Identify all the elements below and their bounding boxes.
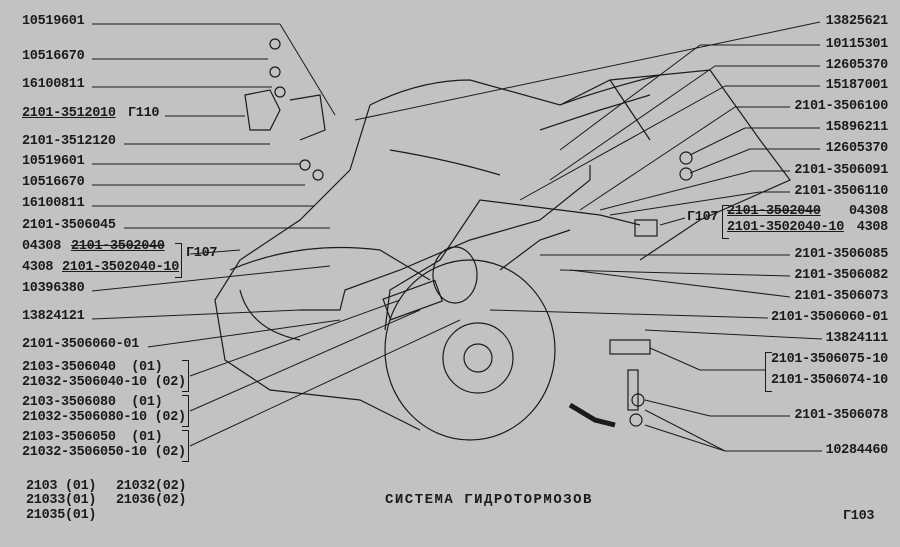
- diagram-title: СИСТЕМА ГИДРОТОРМОЗОВ: [385, 492, 593, 508]
- model-label: 21033(01): [26, 493, 97, 508]
- part-label: 2101-3506073: [794, 289, 888, 304]
- wheel-arch: [384, 259, 556, 441]
- part-label: 10516670: [22, 175, 85, 190]
- reference-code: Г110: [128, 106, 160, 121]
- bracket: [182, 430, 189, 462]
- part-label: 10519601: [22, 14, 85, 29]
- group-code: 4308: [22, 260, 54, 275]
- part-label: 2101-3502040-10: [62, 260, 180, 275]
- model-label: 21036(02): [116, 493, 187, 508]
- part-label: 21032-3506040-10 (02): [22, 375, 186, 390]
- brake-pipe: [499, 229, 571, 271]
- part-label-regulator: 2101-3512010: [22, 106, 116, 121]
- part-label: 16100811: [22, 196, 85, 211]
- part-label: 16100811: [22, 77, 85, 92]
- bracket: [765, 352, 772, 392]
- windshield: [349, 104, 501, 176]
- part-label: 2101-3506074-10: [770, 373, 888, 388]
- part-label: 2101-3506100: [794, 99, 888, 114]
- leader-lines: [91, 21, 823, 452]
- model-label: 2103 (01): [26, 479, 97, 494]
- part-label: 12605370: [825, 58, 889, 73]
- part-label-superseded: 2101-3502040: [727, 204, 821, 219]
- car-roof-outline: [539, 74, 661, 141]
- wheel-cylinder: [634, 219, 658, 237]
- reference-code: Г107: [186, 246, 218, 261]
- car-fender: [229, 246, 431, 341]
- part-label: 12605370: [825, 141, 889, 156]
- group-code: 04308: [22, 239, 62, 254]
- brake-disc: [442, 322, 514, 394]
- car-front-outline: [214, 169, 421, 431]
- part-label: 2101-3506060-01: [770, 310, 888, 325]
- bracket: [175, 243, 182, 278]
- part-label: 2101-3506085: [794, 247, 888, 262]
- part-label: 10284460: [825, 443, 889, 458]
- bracket: [182, 395, 189, 427]
- part-label: 2103-3506050 (01): [22, 430, 163, 445]
- part-label: 2103-3506040 (01): [22, 360, 163, 375]
- hose: [568, 402, 616, 428]
- page-code: Г103: [843, 509, 875, 524]
- master-cylinder: [382, 279, 444, 321]
- part-label: 2101-3506045: [22, 218, 116, 233]
- part-label: 21032-3506050-10 (02): [22, 445, 186, 460]
- part-label: 2101-3506060-01: [22, 337, 140, 352]
- bracket: [609, 339, 651, 355]
- model-label: 21035(01): [26, 508, 97, 523]
- reference-code: Г107: [687, 210, 719, 225]
- part-label: 10519601: [22, 154, 85, 169]
- part-label: 2101-3506078: [794, 408, 888, 423]
- part-label: 10115301: [825, 37, 889, 52]
- part-label: 2103-3506080 (01): [22, 395, 163, 410]
- part-label: 10516670: [22, 49, 85, 64]
- part-label-superseded: 2101-3502040: [71, 239, 165, 254]
- car-hood-outline: [369, 69, 791, 261]
- part-label: 2101-3502040-10: [727, 220, 845, 235]
- brake-pipe: [300, 165, 591, 311]
- part-label: 2101-3506082: [794, 268, 888, 283]
- group-code: 04308: [848, 204, 888, 219]
- part-label: 13825621: [825, 14, 889, 29]
- part-label: 10396380: [22, 281, 85, 296]
- bolt: [627, 369, 639, 411]
- part-label: 2101-3506091: [794, 163, 888, 178]
- part-label: 15187001: [825, 78, 889, 93]
- part-label: 2101-3506075-10: [770, 352, 888, 367]
- model-label: 21032(02): [116, 479, 187, 494]
- pressure-regulator: [244, 89, 326, 141]
- part-label: 13824121: [22, 309, 85, 324]
- bracket: [722, 205, 729, 239]
- part-label: 2101-3512120: [22, 134, 116, 149]
- part-label: 2101-3506110: [794, 184, 888, 199]
- bracket: [182, 360, 189, 392]
- part-label: 13824111: [825, 331, 889, 346]
- part-label: 15896211: [825, 120, 889, 135]
- group-code: 4308: [856, 220, 889, 235]
- brake-pipe: [384, 199, 641, 331]
- part-label: 21032-3506080-10 (02): [22, 410, 186, 425]
